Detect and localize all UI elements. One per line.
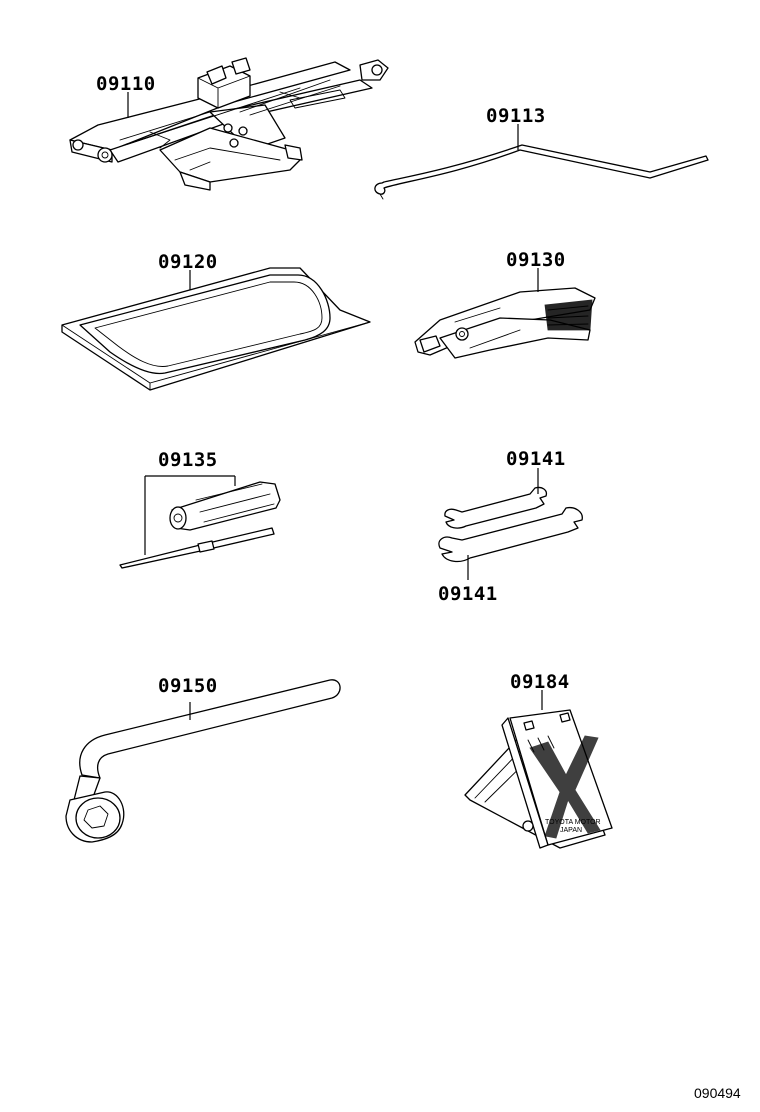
lug-wrench-icon bbox=[65, 679, 341, 843]
chock-text-line1: TOYOTA MOTOR bbox=[545, 819, 601, 826]
label-09135: 09135 bbox=[158, 449, 218, 471]
screwdriver-icon bbox=[119, 481, 281, 569]
label-09113: 09113 bbox=[486, 105, 546, 127]
label-09184: 09184 bbox=[510, 671, 570, 693]
jack-icon bbox=[69, 57, 389, 191]
chock-text-line2: JAPAN bbox=[560, 827, 582, 834]
label-09141-a: 09141 bbox=[506, 448, 566, 470]
label-09150: 09150 bbox=[158, 675, 218, 697]
figure-ref: 090494 bbox=[694, 1085, 741, 1101]
label-09110: 09110 bbox=[96, 73, 156, 95]
wrench-icon-1 bbox=[444, 486, 548, 529]
pliers-icon bbox=[414, 287, 596, 359]
jack-handle-icon bbox=[374, 144, 709, 200]
wheel-chock-icon: TOYOTA MOTOR JAPAN bbox=[464, 709, 613, 849]
label-09120: 09120 bbox=[158, 251, 218, 273]
tool-bag-icon bbox=[61, 267, 371, 391]
label-09130: 09130 bbox=[506, 249, 566, 271]
label-09141-b: 09141 bbox=[438, 583, 498, 605]
wrench-icon-2 bbox=[438, 506, 583, 563]
